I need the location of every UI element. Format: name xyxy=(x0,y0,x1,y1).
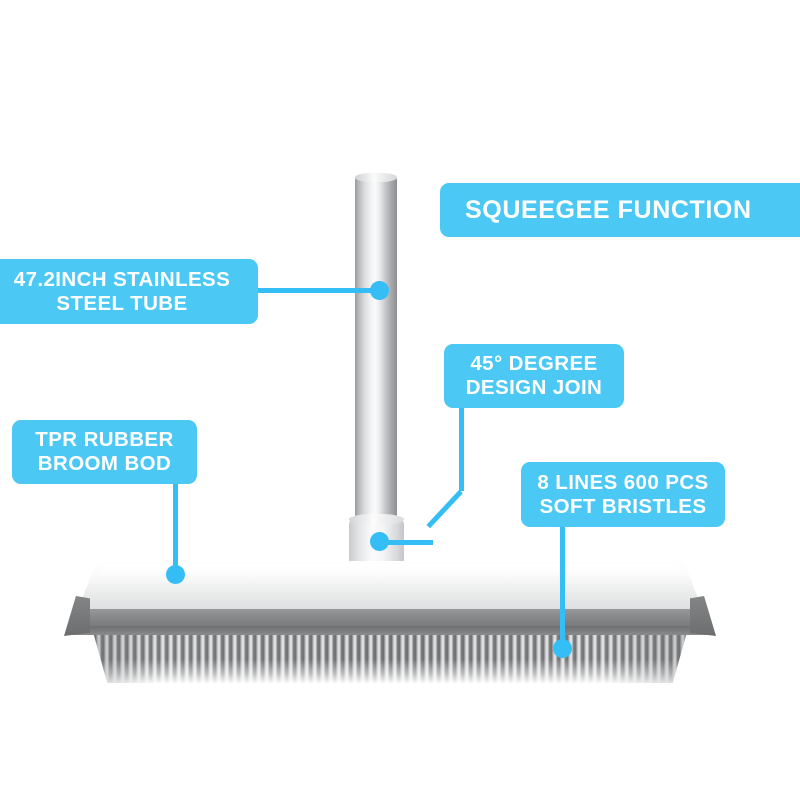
callout-dot-tube xyxy=(370,281,389,300)
callout-dot-joint xyxy=(370,532,389,551)
squeegee-blade-edge xyxy=(66,626,714,635)
soft-bristles xyxy=(93,633,687,683)
broom-head-highlight xyxy=(96,564,684,576)
callout-dot-bristles xyxy=(553,639,572,658)
connector-line-tube xyxy=(258,288,382,293)
stainless-steel-pole xyxy=(355,176,397,528)
connector-line-joint-diagonal xyxy=(426,489,463,529)
callout-dot-tpr xyxy=(166,565,185,584)
callout-label-bristles: 8 LINES 600 PCS SOFT BRISTLES xyxy=(521,462,725,527)
connector-line-joint-horizontal xyxy=(387,540,433,545)
connector-line-bristles xyxy=(560,522,565,649)
collar-joint-top xyxy=(349,514,404,525)
callout-label-joint: 45° DEGREE DESIGN JOIN xyxy=(444,344,624,408)
blade-cap-left xyxy=(64,596,90,636)
banner-title: SQUEEGEE FUNCTION xyxy=(440,183,800,237)
callout-label-tube: 47.2INCH STAINLESS STEEL TUBE xyxy=(0,259,258,324)
connector-line-tpr xyxy=(173,480,178,576)
connector-line-joint-vertical xyxy=(459,404,464,491)
blade-cap-right xyxy=(690,596,716,636)
pole-cap xyxy=(355,173,397,182)
callout-label-tpr: TPR RUBBER BROOM BOD xyxy=(12,420,197,484)
